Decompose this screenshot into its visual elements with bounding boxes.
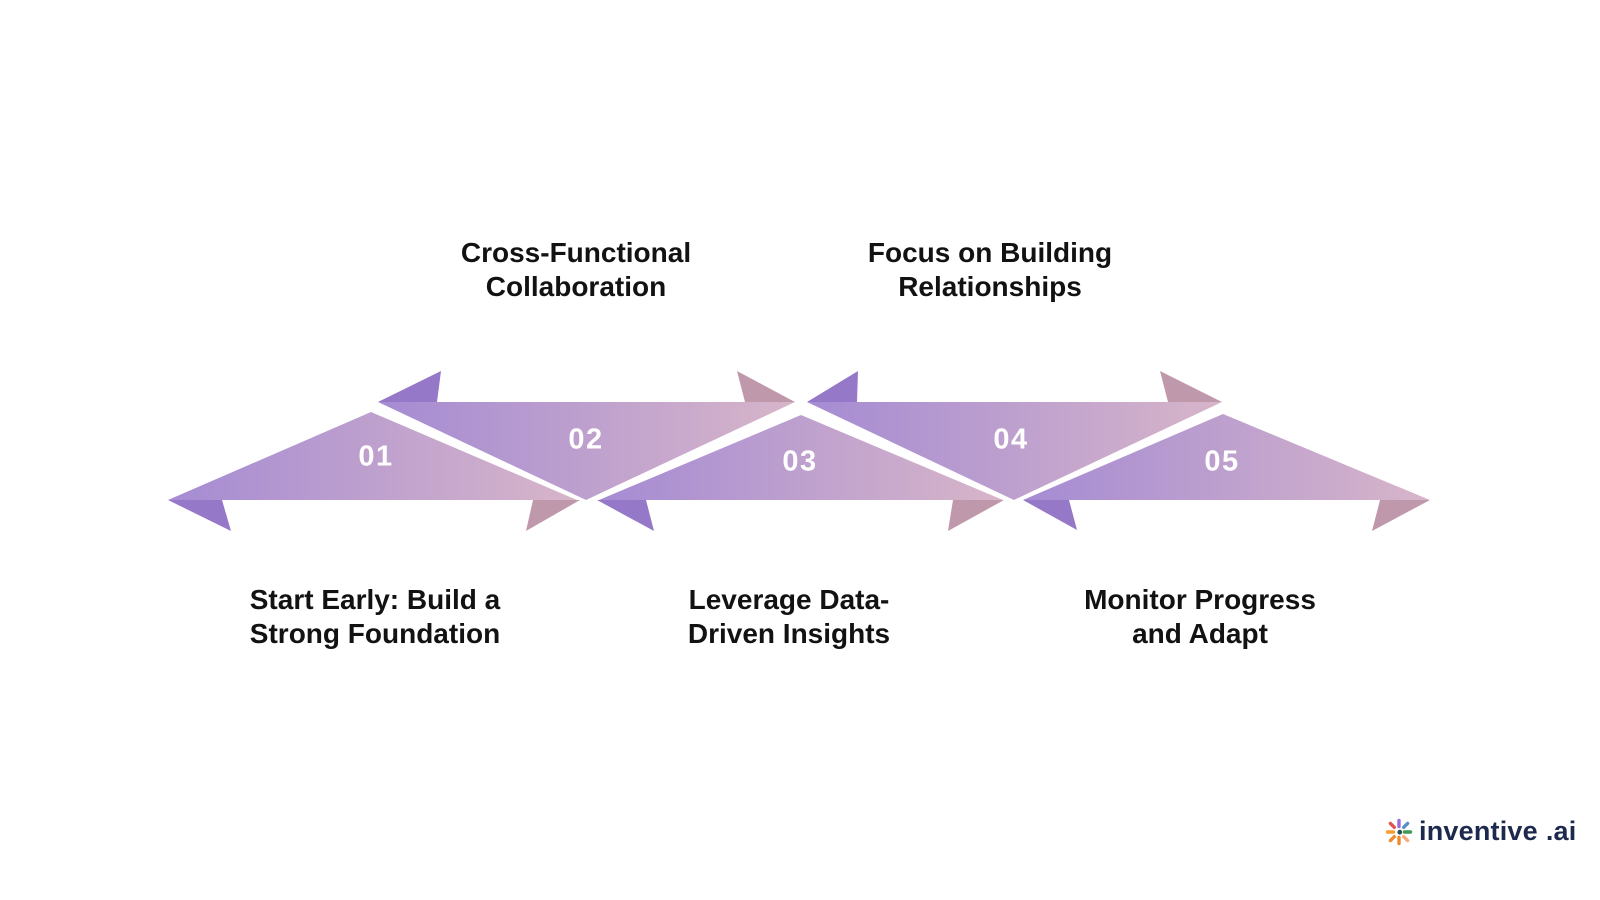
ribbon-fold-step3-left <box>597 500 654 531</box>
inventive-ai-logo: inventive .ai <box>1384 816 1576 847</box>
ribbon-fold-step2-right <box>737 371 795 402</box>
ribbon-fold-step1-right <box>526 500 580 531</box>
step-number-5: 05 <box>1204 445 1240 478</box>
ribbon-fold-step3-right <box>948 500 1004 531</box>
starburst-ray-bottom-left <box>1388 834 1397 842</box>
starburst-ray-bottom-right <box>1402 834 1410 842</box>
step-triangle-3 <box>599 415 1003 500</box>
step-label-2-line1: Cross-Functional <box>460 237 692 268</box>
step-triangle-5 <box>1023 414 1430 500</box>
step-label-3-line2: Driven Insights <box>687 618 891 649</box>
logo-brand-text: inventive <box>1419 816 1538 846</box>
step-label-3: Leverage Data- Driven Insights <box>688 583 890 651</box>
step-triangle-4 <box>807 402 1222 500</box>
step-triangle-1 <box>168 412 577 500</box>
ribbon-fold-step4-right <box>1160 371 1222 402</box>
step-number-3: 03 <box>782 445 818 478</box>
logo-suffix-text: .ai <box>1545 816 1577 846</box>
step-label-4-line2: Relationships <box>898 271 1082 302</box>
step-label-3-line1: Leverage Data- <box>688 584 890 615</box>
step-triangle-2 <box>378 402 795 500</box>
starburst-icon <box>1385 818 1413 845</box>
step-label-5-line2: and Adapt <box>1132 618 1268 649</box>
step-label-2-line2: Collaboration <box>485 271 667 302</box>
step-label-1-line1: Start Early: Build a <box>249 584 501 615</box>
step-label-4: Focus on Building Relationships <box>868 236 1112 304</box>
step-number-2: 02 <box>568 423 604 456</box>
ribbon-fold-step5-left <box>1023 500 1077 530</box>
step-label-2: Cross-Functional Collaboration <box>461 236 691 304</box>
ribbon-fold-step1-left <box>168 500 231 531</box>
step-label-4-line1: Focus on Building <box>867 237 1113 268</box>
ribbon-fold-step2-left <box>378 371 441 402</box>
step-number-1: 01 <box>358 440 394 473</box>
starburst-ray-top-right <box>1402 821 1410 829</box>
starburst-center-dot <box>1397 829 1403 835</box>
ribbon-fold-step4-left <box>807 371 858 402</box>
step-label-5-line1: Monitor Progress <box>1084 584 1316 615</box>
step-label-1: Start Early: Build a Strong Foundation <box>250 583 501 651</box>
step-label-5: Monitor Progress and Adapt <box>1084 583 1316 651</box>
step-label-1-line2: Strong Foundation <box>249 618 501 649</box>
ribbon-fold-step5-right <box>1372 500 1430 531</box>
starburst-ray-top-left <box>1388 821 1397 829</box>
step-number-4: 04 <box>993 423 1029 456</box>
